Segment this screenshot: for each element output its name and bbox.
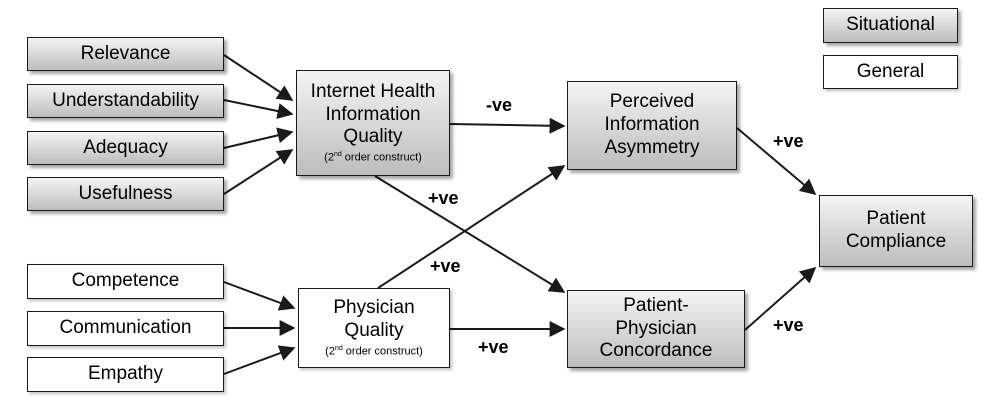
arrow-pq-pia [377, 165, 566, 289]
label-pq-pia: +ve [430, 256, 461, 276]
arrow-competence-pq [223, 281, 296, 311]
label-pia-pc: +ve [773, 131, 804, 151]
node-competence: Competence [27, 264, 224, 299]
arrow-understandability-ihiq [223, 99, 294, 119]
arrow-empathy-pq [223, 345, 296, 375]
pia-line3: Asymmetry [604, 136, 700, 158]
arrow-ppc-pc [744, 266, 817, 331]
ihiq-line1: Internet Health [310, 80, 436, 102]
ihiq-line3: Quality [343, 126, 403, 148]
node-usefulness-label: Usefulness [78, 182, 173, 204]
node-usefulness: Usefulness [27, 177, 224, 211]
node-empathy: Empathy [27, 357, 224, 392]
ihiq-line2: Information [325, 103, 421, 125]
arrow-adequacy-ihiq [223, 127, 294, 149]
label-ppc-pc: +ve [773, 315, 804, 335]
arrow-ihiq-ppc [374, 175, 566, 293]
pq-line1: Physician [333, 297, 415, 319]
node-adequacy-label: Adequacy [83, 136, 168, 158]
legend-situational-label: Situational [846, 14, 935, 36]
label-ihiq-pia: -ve [486, 95, 513, 115]
node-perceived-information-asymmetry: Perceived Information Asymmetry [567, 81, 737, 170]
node-patient-physician-concordance: Patient- Physician Concordance [567, 290, 745, 368]
pia-line2: Information [604, 114, 700, 136]
label-pq-ppc: +ve [478, 337, 509, 357]
ppc-line1: Patient- [623, 294, 689, 316]
node-adequacy: Adequacy [27, 131, 224, 165]
legend-situational: Situational [823, 8, 958, 43]
label-ihiq-ppc: +ve [428, 188, 459, 208]
pc-line1: Patient [866, 208, 926, 230]
node-patient-compliance: Patient Compliance [819, 195, 973, 267]
node-communication-label: Communication [59, 317, 192, 339]
node-competence-label: Competence [71, 270, 180, 292]
node-relevance-label: Relevance [80, 42, 171, 64]
arrow-usefulness-ihiq [223, 149, 294, 195]
arrow-pia-pc [736, 127, 817, 196]
arrow-ihiq-pia [449, 117, 566, 134]
node-communication: Communication [27, 311, 224, 346]
node-physician-quality: Physician Quality (2nd order construct) [298, 288, 450, 368]
pq-line2: Quality [344, 320, 404, 342]
legend-general-label: General [856, 60, 925, 82]
node-understandability: Understandability [27, 84, 224, 118]
node-understandability-label: Understandability [52, 89, 199, 111]
node-empathy-label: Empathy [88, 363, 163, 385]
ppc-line2: Physician [615, 317, 697, 339]
pq-subtitle: (2nd order construct) [325, 344, 423, 358]
node-relevance: Relevance [27, 37, 224, 71]
legend-general: General [823, 55, 958, 89]
arrow-relevance-ihiq [223, 54, 294, 101]
pc-line2: Compliance [845, 231, 947, 252]
ppc-line3: Concordance [599, 340, 713, 362]
ihiq-subtitle: (2nd order construct) [324, 151, 422, 164]
node-internet-health-information-quality: Internet Health Information Quality (2nd… [296, 70, 450, 176]
pia-line1: Perceived [609, 91, 695, 113]
